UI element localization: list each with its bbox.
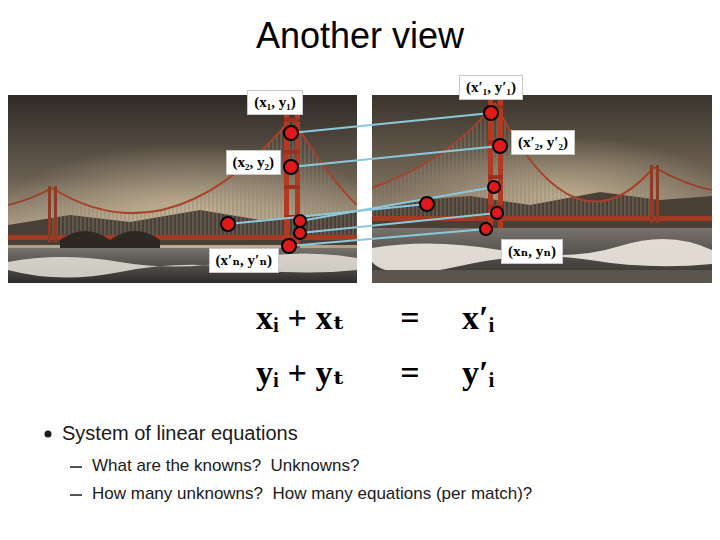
- coordinate-text: (xₙ, yₙ): [508, 243, 556, 259]
- equation-term: y′ᵢ: [462, 353, 495, 394]
- feature-point: [284, 160, 298, 174]
- feature-point: [420, 197, 434, 211]
- coordinate-label: (x₁, y₁): [247, 90, 302, 115]
- match-line: [291, 113, 491, 133]
- match-line: [228, 204, 427, 224]
- cable: [654, 167, 712, 190]
- match-line: [291, 146, 500, 167]
- coordinate-text: (x₁, y₁): [254, 94, 295, 110]
- suspenders: [292, 118, 357, 237]
- coordinate-text: (x′ₙ, y′ₙ): [216, 252, 273, 268]
- sea: [372, 228, 712, 283]
- bridge-tower: [54, 186, 57, 242]
- bridge-tower: [656, 165, 659, 223]
- coordinate-label: (x′₂, y′₂): [511, 130, 575, 155]
- tower-bar: [284, 185, 300, 189]
- bridge-tower: [650, 165, 653, 223]
- feature-point: [484, 106, 498, 120]
- coordinate-text: (x₂, y₂): [233, 154, 274, 170]
- bullet-dash: [70, 466, 82, 468]
- slide-title: Another view: [0, 14, 720, 57]
- feature-point: [488, 181, 500, 193]
- sea: [8, 248, 357, 283]
- feature-point: [294, 215, 306, 227]
- match-line: [289, 229, 486, 246]
- feature-point: [282, 239, 296, 253]
- feature-points: [221, 106, 507, 253]
- bullet-dot: [45, 431, 52, 438]
- bridge-tower: [498, 100, 503, 245]
- tower-bar: [284, 150, 300, 154]
- sub-bullet-text: How many unknowns? How many equations (p…: [92, 484, 532, 504]
- coordinate-text: (x′₁, y′₁): [466, 79, 516, 95]
- feature-point: [493, 139, 507, 153]
- feature-point: [284, 126, 298, 140]
- bullet-text: System of linear equations: [62, 421, 298, 445]
- bullet-dash: [70, 494, 82, 496]
- equation-term: xᵢ + xₜ: [256, 298, 345, 339]
- tower-bar: [284, 118, 300, 122]
- beach: [372, 270, 712, 283]
- feature-point: [491, 207, 503, 219]
- suspenders: [495, 103, 654, 218]
- equals-sign: =: [400, 353, 419, 394]
- coordinate-text: (x′₂, y′₂): [518, 134, 568, 150]
- bridge-photo: [8, 95, 357, 283]
- equals-sign: =: [400, 298, 419, 339]
- feature-point: [294, 227, 306, 239]
- bridge-tower: [48, 186, 51, 242]
- cable: [52, 118, 292, 213]
- equation-term: yᵢ + yₜ: [256, 353, 345, 394]
- coordinate-label: (xₙ, yₙ): [501, 239, 563, 264]
- match-lines: [228, 113, 500, 246]
- coordinate-label: (x′ₙ, y′ₙ): [209, 248, 280, 273]
- tower-bar: [488, 175, 503, 179]
- coordinate-label: (x₂, y₂): [226, 150, 281, 175]
- surf: [372, 239, 712, 273]
- feature-point: [221, 217, 235, 231]
- cable: [495, 103, 654, 202]
- suspenders: [372, 103, 495, 218]
- surf: [8, 253, 357, 277]
- cable: [8, 188, 52, 205]
- suspenders: [52, 118, 292, 237]
- equation-term: x′ᵢ: [462, 298, 495, 339]
- sub-bullet-text: What are the knowns? Unknowns?: [92, 456, 359, 476]
- coordinate-label: (x′₁, y′₁): [459, 75, 523, 100]
- feature-point: [480, 223, 492, 235]
- cable: [372, 103, 495, 188]
- bridge-photo: [372, 95, 712, 283]
